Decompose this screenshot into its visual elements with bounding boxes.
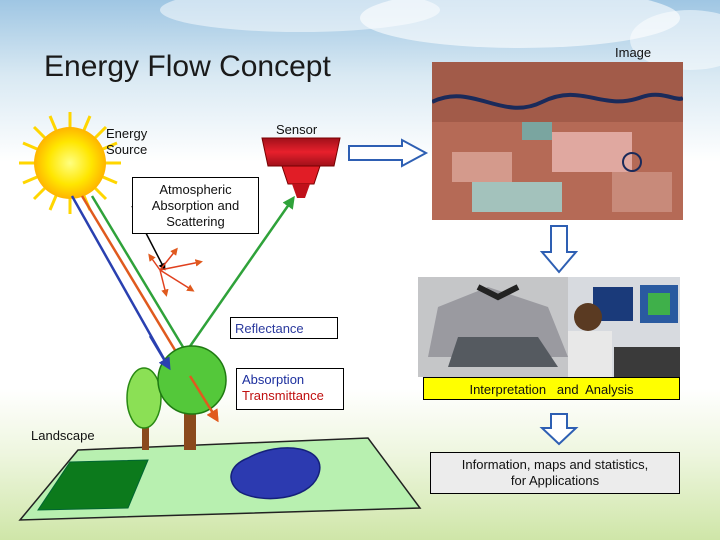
ray-reflected (184, 195, 295, 353)
dark-field (37, 459, 149, 511)
information-label: Information, maps and statistics, for Ap… (461, 457, 649, 488)
slide-title: Energy Flow Concept (44, 50, 331, 83)
satellite-image (432, 62, 683, 220)
arrow-image-down (539, 225, 579, 274)
sensor-icon (261, 137, 341, 198)
scatter-arrows (148, 247, 203, 297)
sun-icon (34, 127, 106, 199)
analysis-photo (418, 277, 680, 377)
small-tree-trunk (142, 416, 149, 450)
atmospheric-label: Atmospheric Absorption and Scattering (151, 182, 240, 229)
energy-source-label: Energy Source (106, 126, 148, 157)
small-tree-crown (126, 367, 162, 429)
ray-green (90, 195, 188, 353)
image-label: Image (615, 45, 652, 60)
atmospheric-box: Atmospheric Absorption and Scattering (132, 177, 259, 234)
sensor-label: Sensor (276, 122, 318, 137)
reflectance-label: Reflectance (235, 321, 304, 336)
water-body (230, 447, 321, 500)
information-box: Information, maps and statistics, for Ap… (430, 452, 680, 494)
big-tree-trunk (184, 404, 196, 450)
arrow-interp-down (539, 413, 579, 446)
interpretation-label: Interpretation and Analysis (469, 382, 634, 397)
absorption-label: Absorption (242, 372, 305, 387)
arrow-sensor-to-image (348, 138, 429, 168)
reflectance-box: Reflectance (230, 317, 338, 339)
absorption-box: Absorption Transmittance (236, 368, 344, 410)
landscape-label: Landscape (31, 428, 95, 443)
transmittance-label: Transmittance (242, 388, 324, 403)
interpretation-box: Interpretation and Analysis (423, 377, 680, 400)
